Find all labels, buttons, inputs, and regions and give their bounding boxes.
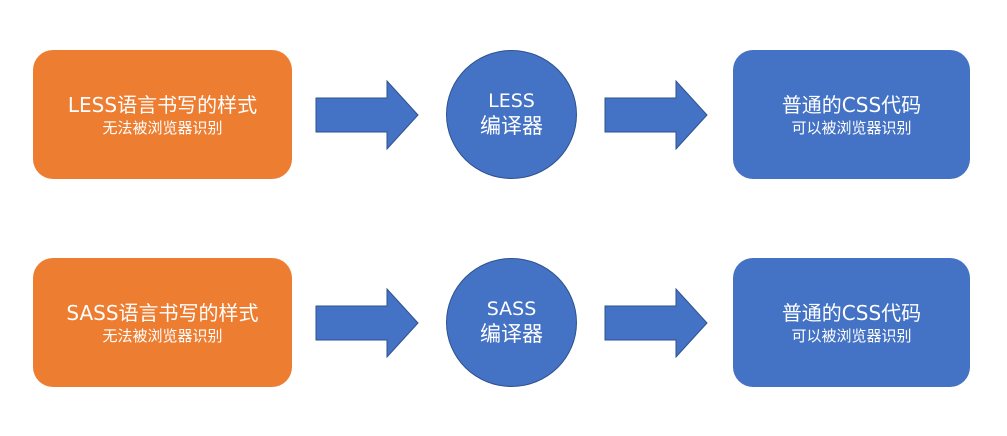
right-arrow-icon <box>604 80 708 150</box>
less-output-subtitle: 可以被浏览器识别 <box>791 118 912 137</box>
sass-source-box: SASS语言书写的样式 无法被浏览器识别 <box>33 258 292 387</box>
sass-output-box: 普通的CSS代码 可以被浏览器识别 <box>733 258 970 387</box>
less-output-box: 普通的CSS代码 可以被浏览器识别 <box>733 50 970 179</box>
right-arrow-icon <box>604 288 708 358</box>
less-output-title: 普通的CSS代码 <box>781 92 922 117</box>
less-compiler-label: 编译器 <box>480 114 543 138</box>
right-arrow-icon <box>315 80 419 150</box>
less-compiler-name: LESS <box>488 90 535 112</box>
sass-source-title: SASS语言书写的样式 <box>66 300 259 325</box>
sass-output-subtitle: 可以被浏览器识别 <box>791 326 912 345</box>
right-arrow-icon <box>315 288 419 358</box>
less-source-box: LESS语言书写的样式 无法被浏览器识别 <box>33 50 292 179</box>
less-flow-row: LESS语言书写的样式 无法被浏览器识别 LESS 编译器 普通的CSS代码 可… <box>0 50 1007 180</box>
sass-output-title: 普通的CSS代码 <box>781 300 922 325</box>
less-compiler-circle: LESS 编译器 <box>446 50 577 179</box>
sass-compiler-circle: SASS 编译器 <box>446 258 577 387</box>
sass-source-subtitle: 无法被浏览器识别 <box>102 326 223 345</box>
sass-flow-row: SASS语言书写的样式 无法被浏览器识别 SASS 编译器 普通的CSS代码 可… <box>0 258 1007 388</box>
less-source-title: LESS语言书写的样式 <box>67 92 258 117</box>
sass-compiler-name: SASS <box>486 298 537 320</box>
sass-compiler-label: 编译器 <box>480 322 543 346</box>
less-source-subtitle: 无法被浏览器识别 <box>102 118 223 137</box>
